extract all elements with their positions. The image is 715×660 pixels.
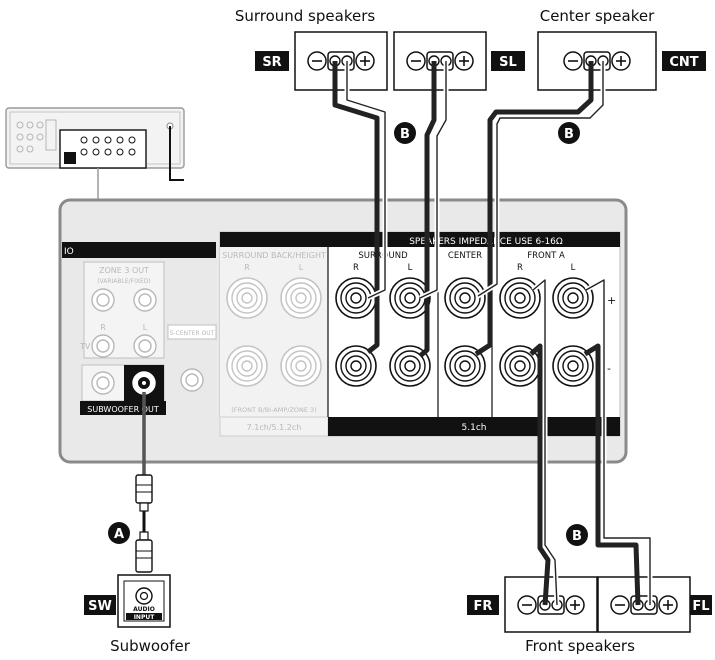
audio-label: AUDIO	[133, 606, 155, 613]
s-center-out-label: S-CENTER OUT	[170, 330, 215, 337]
callout-b-bottom: B	[566, 524, 588, 546]
speaker-cables	[332, 61, 653, 606]
ch-71-label: 7.1ch/5.1.2ch	[247, 423, 302, 432]
post-front-r-plus	[499, 277, 541, 319]
surround-speakers-caption: Surround speakers	[235, 7, 376, 25]
post-front-l-plus	[552, 277, 594, 319]
speaker-fr	[504, 576, 598, 633]
ch-51-label: 5.1ch	[462, 423, 487, 433]
tag-fl-box	[690, 595, 712, 615]
tag-sl-box	[491, 51, 525, 71]
front-a-label: FRONT A	[527, 251, 565, 261]
callout-b-top-right: B	[558, 122, 580, 144]
svg-text:A: A	[114, 527, 124, 542]
center-speaker-caption: Center speaker	[540, 7, 655, 25]
sbh-l-label: L	[299, 263, 304, 272]
callout-b-top-left: B	[394, 122, 416, 144]
post-center-plus	[444, 277, 486, 319]
tag-cnt: CNT	[669, 55, 698, 70]
callout-a: A	[108, 522, 130, 544]
tag-sr: SR	[262, 55, 281, 70]
plus-label: +	[607, 294, 616, 307]
tag-sw-box	[84, 595, 116, 615]
zone3-sub-label: (VARIABLE/FIXED)	[97, 278, 151, 285]
zone3-r-label: R	[100, 323, 106, 332]
front-b-note-label: (FRONT B/BI-AMP/ZONE 3)	[231, 406, 316, 414]
speaker-sr	[294, 31, 388, 91]
tag-fr-box	[467, 595, 499, 615]
subwoofer-caption: Subwoofer	[110, 637, 191, 655]
center-label: CENTER	[448, 251, 482, 261]
zone3-l-label: L	[143, 323, 148, 332]
tag-fl: FL	[692, 599, 709, 614]
surround-l-label: L	[408, 263, 413, 273]
partial-left-label: IO	[64, 247, 74, 257]
tag-sw: SW	[88, 599, 112, 614]
surround-r-label: R	[353, 263, 359, 273]
speaker-center	[537, 31, 657, 91]
speaker-fl	[597, 576, 691, 633]
zone3-out-label: ZONE 3 OUT	[99, 266, 149, 275]
sbh-r-label: R	[244, 263, 250, 272]
minus-label: -	[607, 362, 611, 375]
speakers-header-bar	[220, 232, 620, 247]
speaker-sl	[393, 31, 487, 91]
tag-sl: SL	[499, 55, 517, 70]
svg-text:B: B	[400, 127, 410, 142]
front-l-label: L	[571, 263, 576, 273]
svg-text:B: B	[572, 529, 582, 544]
svg-text:B: B	[564, 127, 574, 142]
tv-label: TV	[79, 342, 91, 351]
surround-back-height-label: SURROUND BACK/HEIGHT	[222, 251, 326, 260]
front-r-label: R	[517, 263, 523, 273]
subwoofer-input-box: AUDIO INPUT	[117, 574, 171, 628]
front-speakers-caption: Front speakers	[525, 637, 635, 655]
tag-cnt-box	[662, 51, 706, 71]
speakers-header: SPEAKERS IMPEDANCE USE 6-16Ω	[409, 237, 563, 247]
tag-sr-box	[255, 51, 289, 71]
input-label: INPUT	[134, 614, 156, 621]
receiver-thumbnail	[5, 107, 185, 200]
left-section-header	[62, 242, 216, 258]
subwoofer-cable	[135, 392, 153, 573]
subwoofer-out-label: SUBWOOFER OUT	[87, 405, 159, 414]
tag-fr: FR	[474, 599, 493, 614]
